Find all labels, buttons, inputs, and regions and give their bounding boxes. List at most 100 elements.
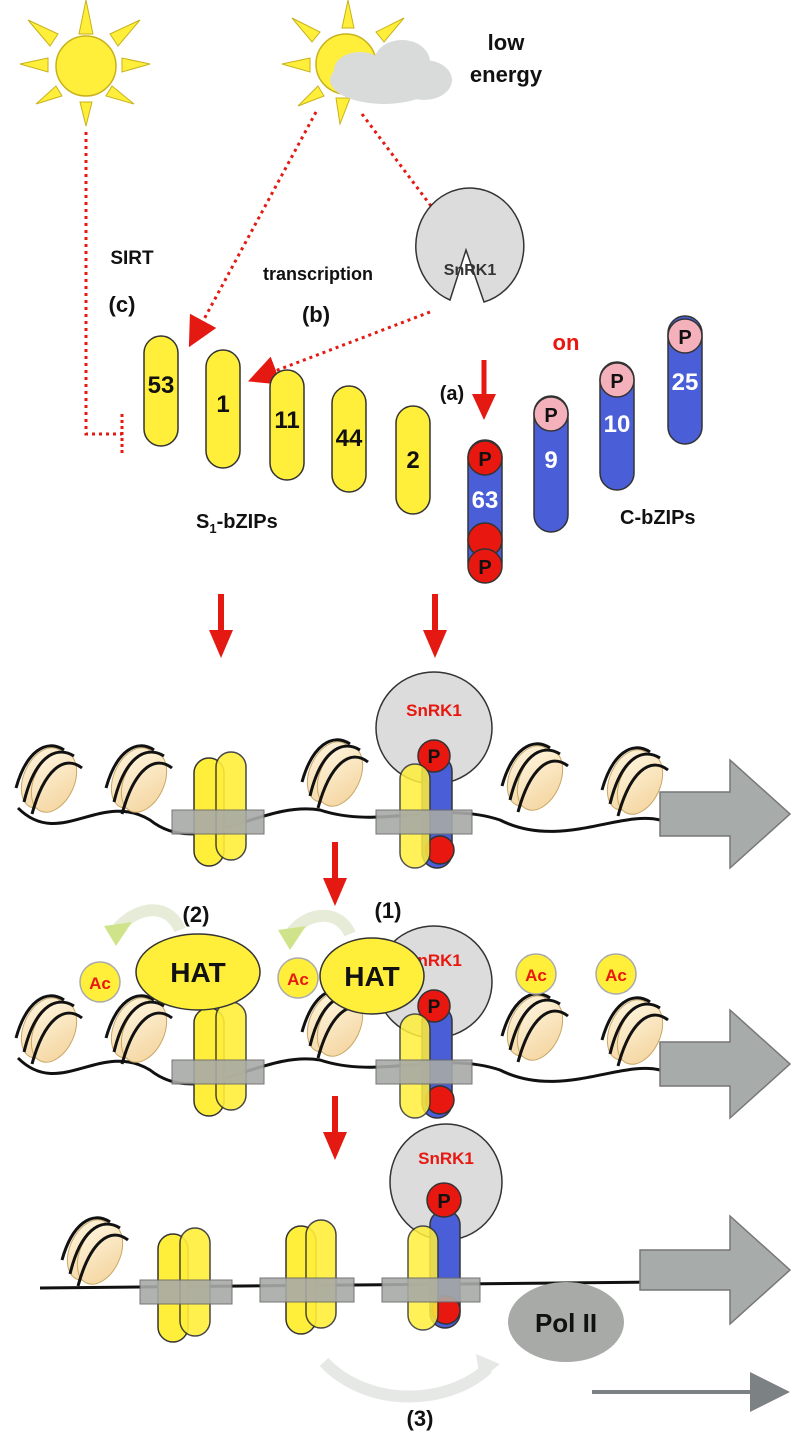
snrk1-marker: (a) (440, 383, 464, 405)
snrk1-label: SnRK1 (444, 262, 497, 279)
hat-right (319, 937, 425, 1015)
chromatin-panel-1: SnRK1 P (10, 671, 792, 870)
down-arrow-left-head (209, 630, 233, 658)
down-arrow-2-head (323, 878, 347, 906)
gene-arrow-1 (659, 758, 792, 870)
hat-right-label: HAT (344, 961, 399, 992)
transcription-marker: (b) (302, 302, 330, 327)
sirt-marker: (c) (109, 292, 136, 317)
down-arrow-left-shaft (218, 594, 224, 634)
c-bzip-9 (533, 395, 569, 533)
hat-left-arc (113, 904, 186, 933)
low-energy-label-2: energy (470, 62, 543, 87)
arrow-light-to-s1 (188, 111, 318, 348)
c-bzip-9-phospho (533, 396, 569, 432)
gbox-1b (375, 809, 473, 835)
acetyl-middle-label: Ac (287, 970, 309, 989)
nucleosome-3a (56, 1211, 134, 1293)
gbox-3c (381, 1277, 481, 1303)
hat-left-label: HAT (170, 957, 225, 988)
s1-dimer-3d (305, 1219, 337, 1329)
hat-right-arc (287, 909, 356, 937)
c-bzip-63-phospho-bottom-label: P (478, 557, 491, 579)
s1-bzip-1-label: 1 (216, 391, 229, 418)
s1-dimer-2b (215, 1001, 247, 1111)
c-bzip-25-label: 25 (672, 369, 699, 396)
pol2-shape (508, 1282, 624, 1362)
s1-bzip-1 (205, 349, 241, 469)
hat-left-arc-head (104, 922, 132, 946)
acetyl-right-1 (515, 953, 557, 995)
acetyl-left-label: Ac (89, 974, 111, 993)
s1-bzip-2-label: 2 (406, 447, 419, 474)
c-bzip-25-phospho-label: P (678, 327, 691, 349)
c-bzip-group: P P 63 P 9 P 10 P 25 (467, 315, 703, 584)
down-arrow-right-shaft (432, 594, 438, 634)
sun-icon-left (19, 0, 151, 127)
c-bzip-63-label: 63 (472, 487, 499, 514)
hat-left (135, 933, 261, 1011)
dna-strand-2 (16, 1056, 661, 1086)
s1-dimer-1b (215, 751, 247, 861)
phospho-3 (426, 1182, 462, 1218)
gene-arrow-2 (659, 1008, 792, 1120)
nucleosome-1c (296, 733, 374, 815)
arrow-head-snrk1 (472, 394, 496, 420)
acetyl-right-1-label: Ac (525, 966, 547, 985)
nucleosome-1d (496, 737, 574, 819)
sirt-inhibition-line (84, 132, 122, 436)
c-bzip-10-phospho (599, 362, 635, 398)
hat-right-arc-head (278, 926, 306, 950)
acetyl-middle (277, 957, 319, 999)
c-bzip-63-phospho-top-label: P (478, 449, 491, 471)
step-2-label: (2) (183, 902, 210, 927)
nucleosome-1b (100, 739, 178, 821)
down-arrow-3-shaft (332, 1096, 338, 1136)
acetyl-right-2 (595, 953, 637, 995)
phospho-1 (417, 739, 451, 773)
s1-bzip-2 (395, 405, 431, 515)
chromatin-panel-2: HAT Ac (2) SnRK1 P HAT Ac (1) Ac Ac (10, 898, 792, 1120)
acetyl-right-2-label: Ac (605, 966, 627, 985)
phospho-2-label: P (428, 997, 441, 1018)
chromatin-panel-3: SnRK1 P Pol II (3) (39, 1123, 792, 1431)
s1-bzip-53 (143, 335, 179, 447)
c-bzip-63-phospho-top (467, 440, 503, 476)
phospho-3-label: P (437, 1191, 450, 1213)
nucleosome-2d (496, 987, 574, 1069)
nucleosome-2a (10, 989, 88, 1071)
dna-strand-1 (16, 806, 661, 836)
transcription-label: transcription (263, 264, 373, 284)
sirt-label: SIRT (110, 248, 154, 269)
step-3-label: (3) (407, 1406, 434, 1431)
recruitment-arc-head (476, 1354, 500, 1380)
c-bzip-9-phospho-label: P (544, 405, 557, 427)
gbox-3b (259, 1277, 355, 1303)
snrk1-complex-1-label: SnRK1 (406, 701, 462, 720)
on-label: on (553, 330, 580, 355)
recruitment-arc (319, 1357, 493, 1403)
s1-bzip-group: 53 1 11 44 2 (143, 335, 431, 515)
c-bzip-9-label: 9 (544, 447, 557, 474)
s1-bzip-11-label: 11 (274, 407, 299, 434)
arrow-light-to-snrk1 (360, 113, 455, 238)
nucleosome-1a (10, 739, 88, 821)
c-bzip-10-phospho-label: P (610, 371, 623, 393)
signal-arrows (84, 111, 455, 436)
acetyl-left (79, 961, 121, 1003)
c-bzip-63-phospho-bottom (467, 548, 503, 584)
phospho-2 (417, 989, 451, 1023)
gbox-2b (375, 1059, 473, 1085)
gene-arrow-3 (639, 1214, 792, 1326)
arrow-snrk1-to-s1 (247, 310, 431, 385)
gbox-2a (171, 1059, 265, 1085)
s1-bzips-label: S1-bZIPs (196, 511, 278, 536)
c-bzips-label: C-bZIPs (620, 507, 696, 529)
s1-bzip-11 (269, 369, 305, 481)
snrk1-complex-3-label: SnRK1 (418, 1149, 474, 1168)
down-arrow-2-shaft (332, 842, 338, 882)
pol2-label: Pol II (535, 1308, 597, 1338)
s1-bzip-44 (331, 385, 367, 493)
